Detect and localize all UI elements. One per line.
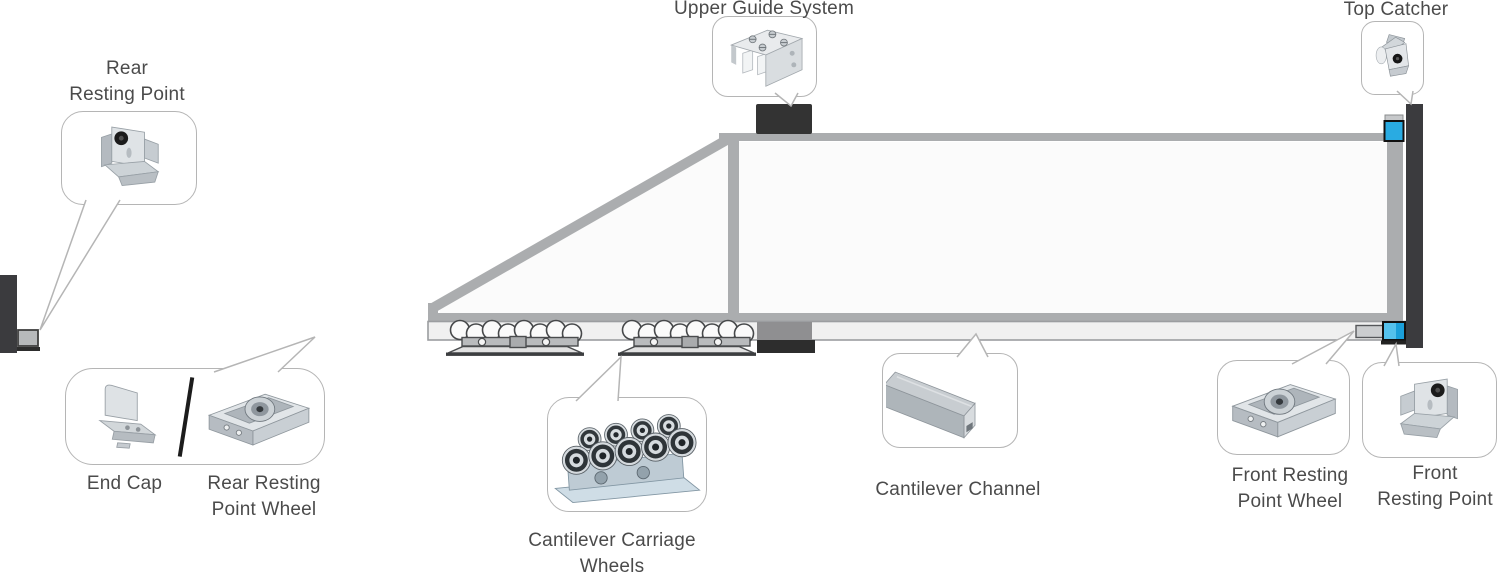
label-line: Cantilever Carriage [528, 530, 696, 551]
label-upper-guide-system: Upper Guide System [664, 0, 864, 22]
label-front-resting-point-wheel: Front Resting Point Wheel [1196, 463, 1384, 515]
label-line: Upper Guide System [674, 0, 854, 19]
label-rear-resting-point: Rear Resting Point [37, 56, 217, 108]
label-line: Wheels [579, 556, 645, 573]
front-resting-point-image [1399, 378, 1458, 438]
label-line: Rear [106, 58, 148, 79]
callout-front-resting-point [1362, 362, 1497, 458]
label-line: Front [1412, 463, 1458, 484]
gate-panels [440, 142, 1390, 313]
upper-guide-system-image [729, 29, 803, 87]
front-resting-point-hardware [1381, 321, 1406, 345]
front-wheel-end-cap [1355, 324, 1385, 339]
label-cantilever-channel: Cantilever Channel [858, 477, 1058, 503]
catch-post [1406, 104, 1423, 348]
label-line: Point Wheel [1237, 491, 1343, 512]
carriage-wheels-assembly [446, 319, 584, 356]
end-cap-image [98, 384, 157, 449]
label-line: Rear Resting [207, 473, 321, 494]
callout-rear-resting-point [61, 111, 197, 205]
rear-resting-point-wheel-image [207, 393, 311, 446]
label-line: Top Catcher [1343, 0, 1449, 20]
cantilever-channel-image [886, 371, 976, 439]
rear-post [0, 275, 17, 353]
callout-end-cap-and-rear-wheel [65, 368, 325, 465]
label-cantilever-carriage-wheels: Cantilever Carriage Wheels [512, 528, 712, 573]
label-front-resting-point: Front Resting Point [1343, 461, 1500, 513]
callout-top-catcher [1361, 21, 1424, 95]
callout-cantilever-carriage-wheels [547, 397, 707, 512]
front-resting-point-wheel-image [1230, 383, 1337, 437]
support-posts [0, 104, 1423, 353]
callout-front-resting-point-wheel [1217, 360, 1350, 455]
label-line: Cantilever Channel [875, 479, 1041, 500]
slash-divider [177, 377, 195, 457]
carriage-wheels-assembly [617, 319, 757, 357]
callout-cantilever-channel [882, 353, 1018, 448]
top-catcher-hardware [1383, 114, 1405, 142]
label-top-catcher: Top Catcher [1321, 0, 1471, 23]
label-line: Resting Point [69, 84, 185, 105]
label-line: Resting Point [1377, 489, 1493, 510]
cantilever-carriage-wheels-image [554, 413, 701, 503]
callout-upper-guide-system [712, 16, 817, 97]
rear-resting-point-hardware [17, 329, 40, 351]
upper-guide-post [756, 104, 812, 134]
label-end-cap: End Cap [57, 471, 192, 497]
label-line: End Cap [86, 473, 163, 494]
rear-resting-point-image [101, 126, 160, 186]
label-line: Point Wheel [211, 499, 317, 520]
top-catcher-image [1375, 34, 1409, 77]
label-rear-resting-point-wheel: Rear Resting Point Wheel [183, 471, 345, 523]
gate-frame [428, 133, 1403, 321]
label-line: Front Resting [1231, 465, 1349, 486]
